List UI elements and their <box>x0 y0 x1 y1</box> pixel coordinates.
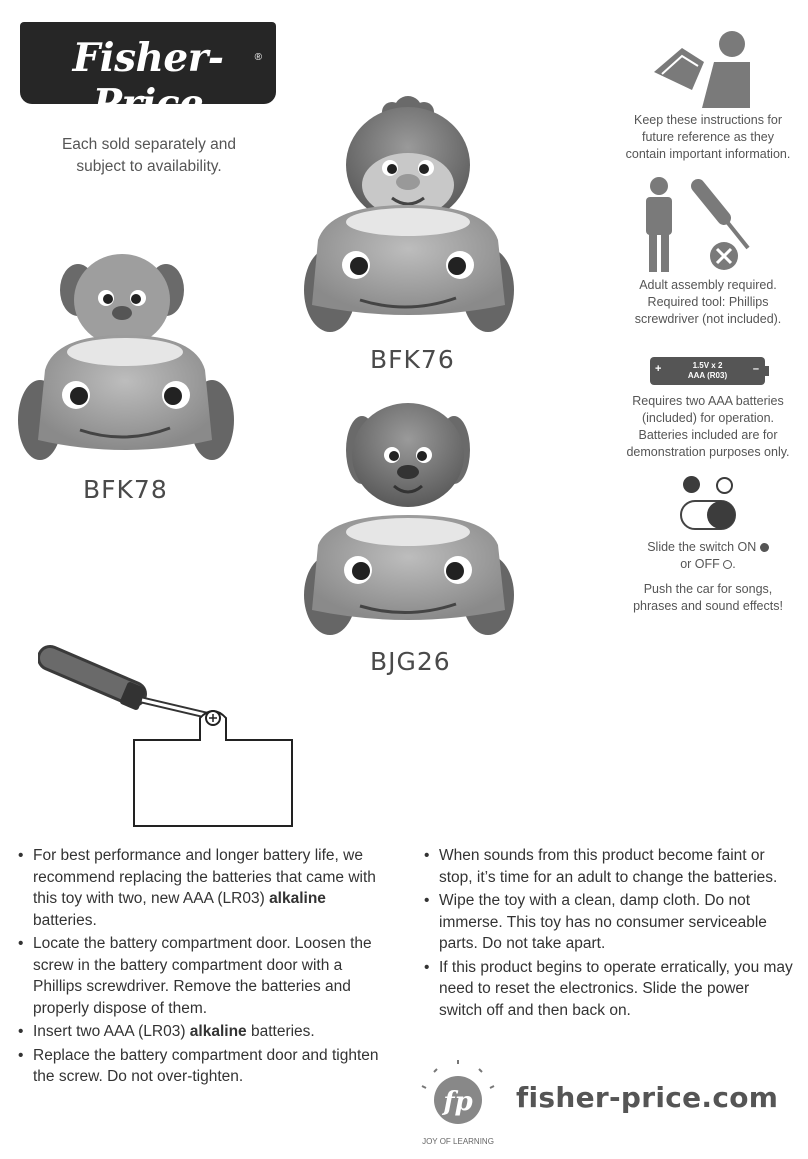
switch-knob <box>707 501 735 529</box>
instruction-item: If this product begins to operate errati… <box>424 957 794 1022</box>
power-switch-icon <box>680 500 736 530</box>
screwdriver-icon <box>691 179 750 250</box>
battery-line-3: Batteries included are for <box>638 428 778 442</box>
sold-note-line-1: Each sold separately and <box>61 136 237 153</box>
adult-figure-icon <box>646 177 672 272</box>
read-instructions-icon <box>654 31 750 108</box>
keep-line-3: contain important information. <box>625 147 791 161</box>
website-url[interactable]: fisher-price.com <box>516 1081 779 1114</box>
battery-tip <box>765 366 769 376</box>
logo-text: Fisher-Price <box>72 35 224 127</box>
instruction-item: Locate the battery compartment door. Loo… <box>18 933 388 1019</box>
assembly-line-1: Adult assembly required. <box>639 278 777 292</box>
switch-instructions: Slide the switch ON or OFF . <box>618 539 798 573</box>
off-dot-icon <box>723 560 733 569</box>
battery-instructions-left: For best performance and longer battery … <box>18 845 388 1090</box>
assembly-line-3: screwdriver (not included). <box>634 312 782 326</box>
assembly-line-2: Required tool: Phillips <box>647 295 769 309</box>
badge-initials: fp <box>441 1087 472 1117</box>
care-instructions-right: When sounds from this product become fai… <box>424 845 794 1023</box>
keep-instructions-text: Keep these instructions for future refer… <box>618 112 798 163</box>
product-code-bfk76: BFK76 <box>370 345 455 374</box>
instruction-item: For best performance and longer battery … <box>18 845 388 931</box>
keep-line-2: future reference as they <box>641 130 775 144</box>
toy-illustrations <box>18 96 514 635</box>
instruction-item: Wipe the toy with a clean, damp cloth. D… <box>424 890 794 955</box>
battery-label-line-2: AAA (R03) <box>687 371 728 380</box>
battery-plus: + <box>655 363 662 375</box>
sold-note-line-2: subject to availability. <box>76 158 222 175</box>
joy-of-learning-badge: fp JOY OF LEARNING <box>421 1060 495 1146</box>
instruction-item: When sounds from this product become fai… <box>424 845 794 888</box>
badge-ring-text: JOY OF LEARNING <box>422 1137 494 1146</box>
battery-icon: + 1.5V x 2 AAA (R03) – <box>650 357 765 385</box>
monkey-car-image <box>304 96 514 332</box>
on-indicator-icon <box>683 476 700 493</box>
push-line-2: phrases and sound effects! <box>633 599 783 613</box>
registered-mark: ® <box>254 52 262 63</box>
push-line-1: Push the car for songs, <box>643 582 773 596</box>
product-code-bfk78: BFK78 <box>83 475 168 504</box>
battery-door-diagram <box>38 645 293 827</box>
sold-separately-note: Each sold separately and subject to avai… <box>20 134 278 178</box>
battery-requirements-text: Requires two AAA batteries (included) fo… <box>618 393 798 461</box>
battery-line-4: demonstration purposes only. <box>626 445 790 459</box>
adult-assembly-icon <box>646 177 750 272</box>
puppy-car-image <box>18 254 234 460</box>
keep-line-1: Keep these instructions for <box>634 113 782 127</box>
instruction-item: Replace the battery compartment door and… <box>18 1045 388 1088</box>
switch-off-text: or OFF <box>680 557 720 571</box>
on-dot-icon <box>759 543 769 552</box>
battery-line-1: Requires two AAA batteries <box>632 394 784 408</box>
instruction-item: Insert two AAA (LR03) alkaline batteries… <box>18 1021 388 1043</box>
push-car-text: Push the car for songs, phrases and soun… <box>618 581 798 615</box>
adult-assembly-text: Adult assembly required. Required tool: … <box>618 277 798 328</box>
diagram-screwdriver-icon <box>38 645 211 720</box>
fisher-price-logo: Fisher-Price ® <box>20 22 276 127</box>
off-indicator-icon <box>716 477 733 494</box>
switch-on-text: Slide the switch ON <box>647 540 757 554</box>
switch-off-suffix: . <box>732 557 736 571</box>
battery-line-2: (included) for operation. <box>641 411 775 425</box>
battery-minus: – <box>752 363 759 375</box>
product-code-bjg26: BJG26 <box>370 647 451 676</box>
battery-label-line-1: 1.5V x 2 <box>692 361 723 370</box>
dog-car-image <box>304 403 514 635</box>
not-included-x-icon <box>710 242 738 270</box>
